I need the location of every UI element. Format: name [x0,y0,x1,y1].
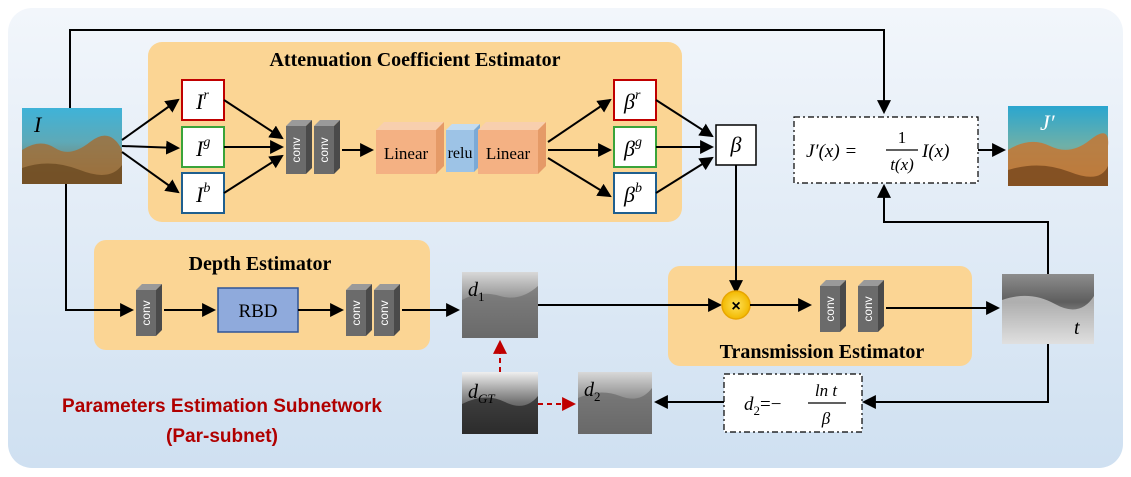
linear-block-1: Linear [376,122,444,174]
input-image: I [22,108,122,184]
arrow-i-to-ib [121,151,180,194]
svg-text:d1: d1 [468,279,485,304]
svg-text:Linear: Linear [384,144,429,163]
svg-text:conv: conv [289,137,303,162]
skip-arrow-input-to-formula [69,29,891,115]
subnet-title-line1: Parameters Estimation Subnetwork [62,396,382,417]
subnet-title-line2: (Par-subnet) [166,426,278,447]
svg-text:β: β [730,132,742,157]
svg-text:relu: relu [448,145,473,162]
arrow-linear-to-beta-r [547,98,612,143]
ace-conv-block-2: conv [314,120,340,174]
channel-g-box: Ig [181,126,225,168]
arrow-t-to-formula [877,183,1049,274]
formula-d2-box: d2=− ln t β [723,373,863,433]
svg-text:conv: conv [349,300,363,325]
arrow-beta-b-to-beta [655,156,714,194]
svg-text:conv: conv [317,137,331,162]
svg-text:RBD: RBD [238,301,277,322]
linear-block-2: Linear [478,122,546,174]
trans-conv-block-2: conv [858,280,884,332]
svg-text:conv: conv [823,296,837,321]
beta-r-box: βr [613,79,657,121]
arrow-t-to-d2-formula [861,344,1049,409]
depth-conv-block-3: conv [374,284,400,336]
ace-conv-block-1: conv [286,120,312,174]
output-image: J′ [1008,106,1109,186]
channel-r-box: Ir [181,79,225,121]
depth-conv-block-2: conv [346,284,372,336]
svg-text:d2=−: d2=− [744,394,781,418]
svg-text:d2: d2 [584,379,601,404]
formula-j-den: t(x) [890,155,914,174]
depth-conv-block-1: conv [136,284,162,336]
multiply-node: × [721,290,751,320]
formula-j-box: J′(x) = 1 t(x) I(x) [793,116,979,184]
trans-title: Transmission Estimator [720,341,925,363]
svg-text:Linear: Linear [486,144,531,163]
svg-text:βb: βb [623,181,642,207]
formula-d2-den: β [821,409,831,428]
beta-g-box: βg [613,126,657,168]
t-image: t [1002,274,1094,344]
dgt-image: dGT [462,372,538,434]
output-label: J′ [1040,110,1056,135]
formula-d2-num: ln t [815,381,838,400]
arrow-beta-r-to-beta [655,99,714,138]
arrow-linear-to-beta-b [547,157,612,198]
trans-conv-block-1: conv [820,280,846,332]
formula-j-lhs: J′(x) = [806,141,857,162]
channel-b-box: Ib [181,172,225,214]
svg-text:conv: conv [139,300,153,325]
arrow-i-to-ir [121,98,180,141]
svg-text:×: × [731,298,740,315]
svg-text:conv: conv [377,300,391,325]
beta-b-box: βb [613,172,657,214]
svg-text:dGT: dGT [468,381,495,406]
beta-box: β [715,124,757,166]
svg-text:Ib: Ib [195,181,210,207]
ace-title: Attenuation Coefficient Estimator [269,49,560,71]
svg-text:conv: conv [861,296,875,321]
d1-image: d1 [462,272,538,338]
rbd-block: RBD [217,287,299,333]
arrow-i-to-ig [121,140,181,155]
formula-j-num: 1 [898,128,907,147]
t-label: t [1074,317,1080,339]
arrow-input-to-depth [65,184,135,317]
input-label: I [33,112,43,137]
svg-text:βr: βr [623,88,641,114]
arrow-ib-to-conv [223,154,284,194]
svg-text:Ir: Ir [195,88,209,114]
formula-j-rhs: I(x) [921,141,949,162]
svg-text:Ig: Ig [195,135,210,161]
d2-image: d2 [578,372,652,434]
arrow-ir-to-conv [223,99,284,140]
depth-title: Depth Estimator [189,253,332,275]
svg-text:βg: βg [623,135,642,161]
relu-block: relu [446,124,480,172]
